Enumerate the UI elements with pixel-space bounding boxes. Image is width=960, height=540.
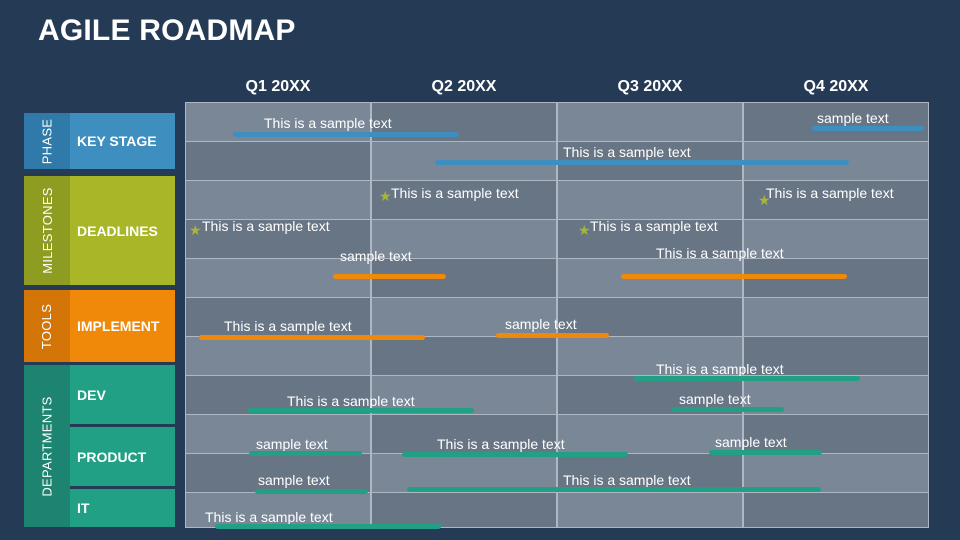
milestone-label: This is a sample text bbox=[590, 218, 718, 234]
bar-label: sample text bbox=[679, 391, 751, 407]
grid-cell bbox=[185, 414, 371, 454]
grid-cell bbox=[743, 219, 929, 259]
bar-label: This is a sample text bbox=[224, 318, 352, 334]
bar-label: This is a sample text bbox=[656, 361, 784, 377]
row-label-dev: DEV bbox=[70, 365, 175, 424]
bar-label: sample text bbox=[256, 436, 328, 452]
grid-cell bbox=[743, 453, 929, 493]
group-tag-label: MILESTONES bbox=[39, 187, 55, 274]
bar-label: This is a sample text bbox=[205, 509, 333, 525]
phase-bar bbox=[812, 126, 924, 131]
grid-cell bbox=[557, 180, 743, 220]
bar-label: sample text bbox=[340, 248, 412, 264]
star-icon: ★ bbox=[578, 222, 591, 238]
group-tag-label: TOOLS bbox=[39, 303, 55, 349]
grid-cell bbox=[371, 297, 557, 337]
grid-cell bbox=[371, 219, 557, 259]
group-tag-phase: PHASE bbox=[24, 113, 70, 169]
grid-cell bbox=[743, 414, 929, 454]
grid-cell bbox=[371, 180, 557, 220]
quarter-header-q4: Q4 20XX bbox=[803, 78, 869, 95]
bar-label: sample text bbox=[505, 316, 577, 332]
phase-bar bbox=[435, 160, 849, 165]
grid-cell bbox=[185, 141, 371, 181]
milestone-bar bbox=[621, 274, 847, 279]
grid-cell bbox=[371, 336, 557, 376]
star-icon: ★ bbox=[189, 222, 202, 238]
row-label-deadlines: DEADLINES bbox=[70, 176, 175, 285]
group-tag-tools: TOOLS bbox=[24, 290, 70, 362]
bar-label: sample text bbox=[817, 110, 889, 126]
group-tag-label: DEPARTMENTS bbox=[39, 395, 55, 497]
row-label-it: IT bbox=[70, 489, 175, 527]
grid-cell bbox=[371, 492, 557, 528]
row-label-implement: IMPLEMENT bbox=[70, 290, 175, 362]
quarter-header-q1: Q1 20XX bbox=[245, 78, 311, 95]
grid-cell bbox=[557, 336, 743, 376]
it-bar bbox=[407, 487, 821, 492]
quarter-header-q3: Q3 20XX bbox=[617, 78, 683, 95]
bar-label: This is a sample text bbox=[437, 436, 565, 452]
bar-label: This is a sample text bbox=[287, 393, 415, 409]
row-label-key-stage: KEY STAGE bbox=[70, 113, 175, 169]
dev-bar bbox=[671, 407, 784, 412]
page-title: AGILE ROADMAP bbox=[38, 14, 296, 47]
it-bar bbox=[255, 489, 368, 494]
bar-label: sample text bbox=[258, 472, 330, 488]
grid-cell bbox=[743, 336, 929, 376]
grid-cell bbox=[743, 180, 929, 220]
milestone-label: This is a sample text bbox=[766, 185, 894, 201]
bar-label: This is a sample text bbox=[656, 245, 784, 261]
row-label-product: PRODUCT bbox=[70, 427, 175, 486]
grid-cell bbox=[185, 297, 371, 337]
grid-cell bbox=[743, 297, 929, 337]
product-bar bbox=[402, 452, 628, 457]
grid-cell bbox=[185, 219, 371, 259]
bar-label: This is a sample text bbox=[563, 144, 691, 160]
roadmap-grid bbox=[185, 102, 929, 528]
group-tag-milestones: MILESTONES bbox=[24, 176, 70, 285]
group-tag-label: PHASE bbox=[39, 118, 55, 164]
milestone-label: This is a sample text bbox=[391, 185, 519, 201]
milestone-label: This is a sample text bbox=[202, 218, 330, 234]
grid-cell bbox=[557, 492, 743, 528]
quarter-header-q2: Q2 20XX bbox=[431, 78, 497, 95]
grid-cell bbox=[557, 297, 743, 337]
grid-cell bbox=[557, 219, 743, 259]
dev-bar bbox=[248, 408, 474, 413]
bar-label: sample text bbox=[715, 434, 787, 450]
star-icon: ★ bbox=[758, 192, 771, 208]
phase-bar bbox=[233, 132, 459, 137]
grid-cell bbox=[743, 492, 929, 528]
tools-bar bbox=[199, 335, 425, 340]
grid-cell bbox=[557, 102, 743, 142]
grid-cell bbox=[185, 336, 371, 376]
star-icon: ★ bbox=[379, 188, 392, 204]
milestone-bar bbox=[333, 274, 446, 279]
dev-bar bbox=[634, 376, 860, 381]
grid-cell bbox=[557, 414, 743, 454]
it-bar bbox=[215, 524, 441, 529]
bar-label: This is a sample text bbox=[563, 472, 691, 488]
grid-cell bbox=[185, 453, 371, 493]
product-bar bbox=[249, 451, 362, 456]
product-bar bbox=[709, 450, 822, 455]
grid-cell bbox=[185, 180, 371, 220]
tools-bar bbox=[496, 333, 609, 338]
group-tag-departments: DEPARTMENTS bbox=[24, 365, 70, 527]
bar-label: This is a sample text bbox=[264, 115, 392, 131]
